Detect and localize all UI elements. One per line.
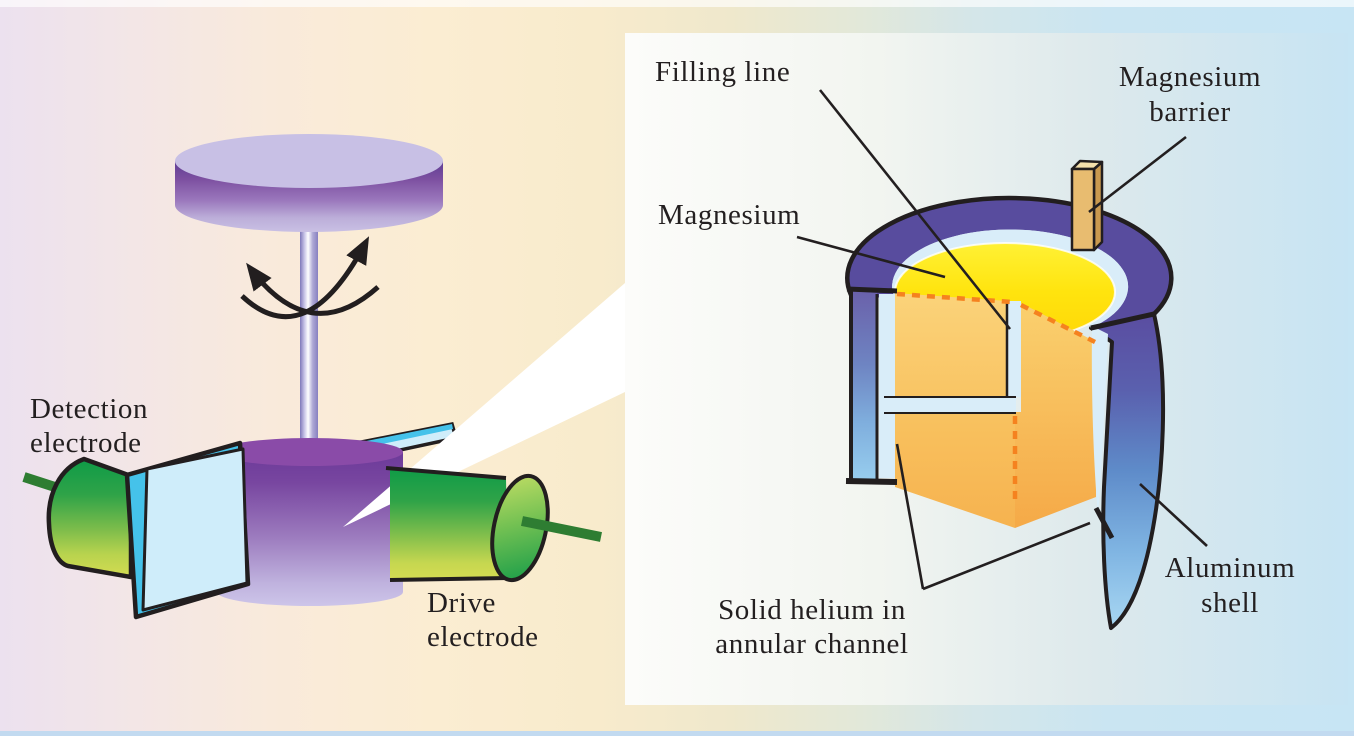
radial-channel bbox=[884, 397, 1016, 413]
rotation-arrow-left-icon bbox=[246, 262, 380, 316]
magnesium-cut-face-right bbox=[1015, 303, 1096, 528]
detection-electrode-label-line1: Detection bbox=[30, 393, 148, 425]
magnesium-barrier-label-line2: barrier bbox=[1149, 96, 1230, 128]
detection-electrode-body bbox=[46, 456, 134, 580]
rim-right-cut-outline bbox=[1090, 311, 1155, 331]
detection-electrode bbox=[22, 456, 134, 580]
top-margin-strip bbox=[0, 0, 1354, 7]
magnesium-barrier-label-line1: Magnesium bbox=[1119, 61, 1261, 93]
drive-electrode-bottom-outline bbox=[389, 576, 510, 582]
detection-electrode-label-line2: electrode bbox=[30, 427, 142, 459]
filling-line-channel bbox=[1007, 301, 1021, 397]
torsional-oscillator: Detection electrode Drive electrode bbox=[22, 134, 625, 653]
torsion-cell bbox=[217, 438, 403, 606]
zoom-wedge bbox=[343, 283, 625, 527]
plate-left-face bbox=[141, 447, 249, 612]
rim-outer-outline bbox=[845, 195, 1174, 316]
channel-right-bottom-outline bbox=[1093, 506, 1115, 540]
filling-line-label: Filling line bbox=[655, 56, 790, 88]
capacitor-plate-left bbox=[124, 440, 251, 620]
helium-channel-right bbox=[1091, 326, 1108, 515]
helium-channel-left bbox=[879, 294, 895, 478]
drive-electrode bbox=[385, 466, 602, 583]
magnesium-label: Magnesium bbox=[658, 199, 800, 231]
aluminum-shell-left-section bbox=[851, 291, 877, 479]
aluminum-shell-label-line2: shell bbox=[1201, 587, 1259, 619]
solid-helium-pointer-left bbox=[895, 443, 925, 590]
solid-helium-pointer-right bbox=[922, 521, 1091, 591]
aluminum-shell-label-line1: Aluminum bbox=[1165, 552, 1295, 584]
magnesium-barrier-pointer bbox=[1088, 135, 1187, 214]
dashed-cut-edges bbox=[896, 291, 1097, 505]
drive-electrode-endcap bbox=[490, 473, 550, 583]
drive-electrode-body bbox=[390, 470, 508, 579]
oscillator-disk bbox=[175, 134, 443, 232]
filling-line-pointer bbox=[818, 89, 1012, 330]
aluminum-shell-right-section bbox=[1089, 312, 1166, 630]
drive-electrode-label-line1: Drive bbox=[427, 587, 496, 619]
bottom-margin-strip bbox=[0, 731, 1354, 736]
solid-helium-label-line2: annular channel bbox=[715, 628, 908, 660]
torsion-rod bbox=[300, 218, 318, 458]
aluminum-shell-pointer bbox=[1139, 483, 1208, 547]
magnesium-pointer bbox=[796, 235, 946, 279]
solid-helium-label-line1: Solid helium in bbox=[718, 594, 906, 626]
drive-electrode-axis bbox=[521, 516, 602, 542]
cell-body bbox=[217, 452, 403, 606]
dashed-edge-left bbox=[896, 291, 1013, 305]
rim-left-cut-outline bbox=[846, 286, 898, 294]
rotation-arrows bbox=[240, 236, 380, 320]
rotation-arrow-right-icon bbox=[240, 236, 370, 320]
pointer-lines bbox=[796, 89, 1208, 591]
channel-left-bottom-outline bbox=[845, 478, 898, 485]
drive-electrode-label-line2: electrode bbox=[427, 621, 539, 653]
cell-top bbox=[217, 438, 403, 466]
drive-electrode-top-outline bbox=[385, 466, 507, 480]
inset-panel: Filling line Magnesium Magnesium barrier… bbox=[625, 33, 1348, 705]
helium-channel-ring bbox=[892, 229, 1129, 328]
detection-electrode-axis bbox=[22, 472, 60, 493]
disk-top bbox=[175, 134, 443, 188]
